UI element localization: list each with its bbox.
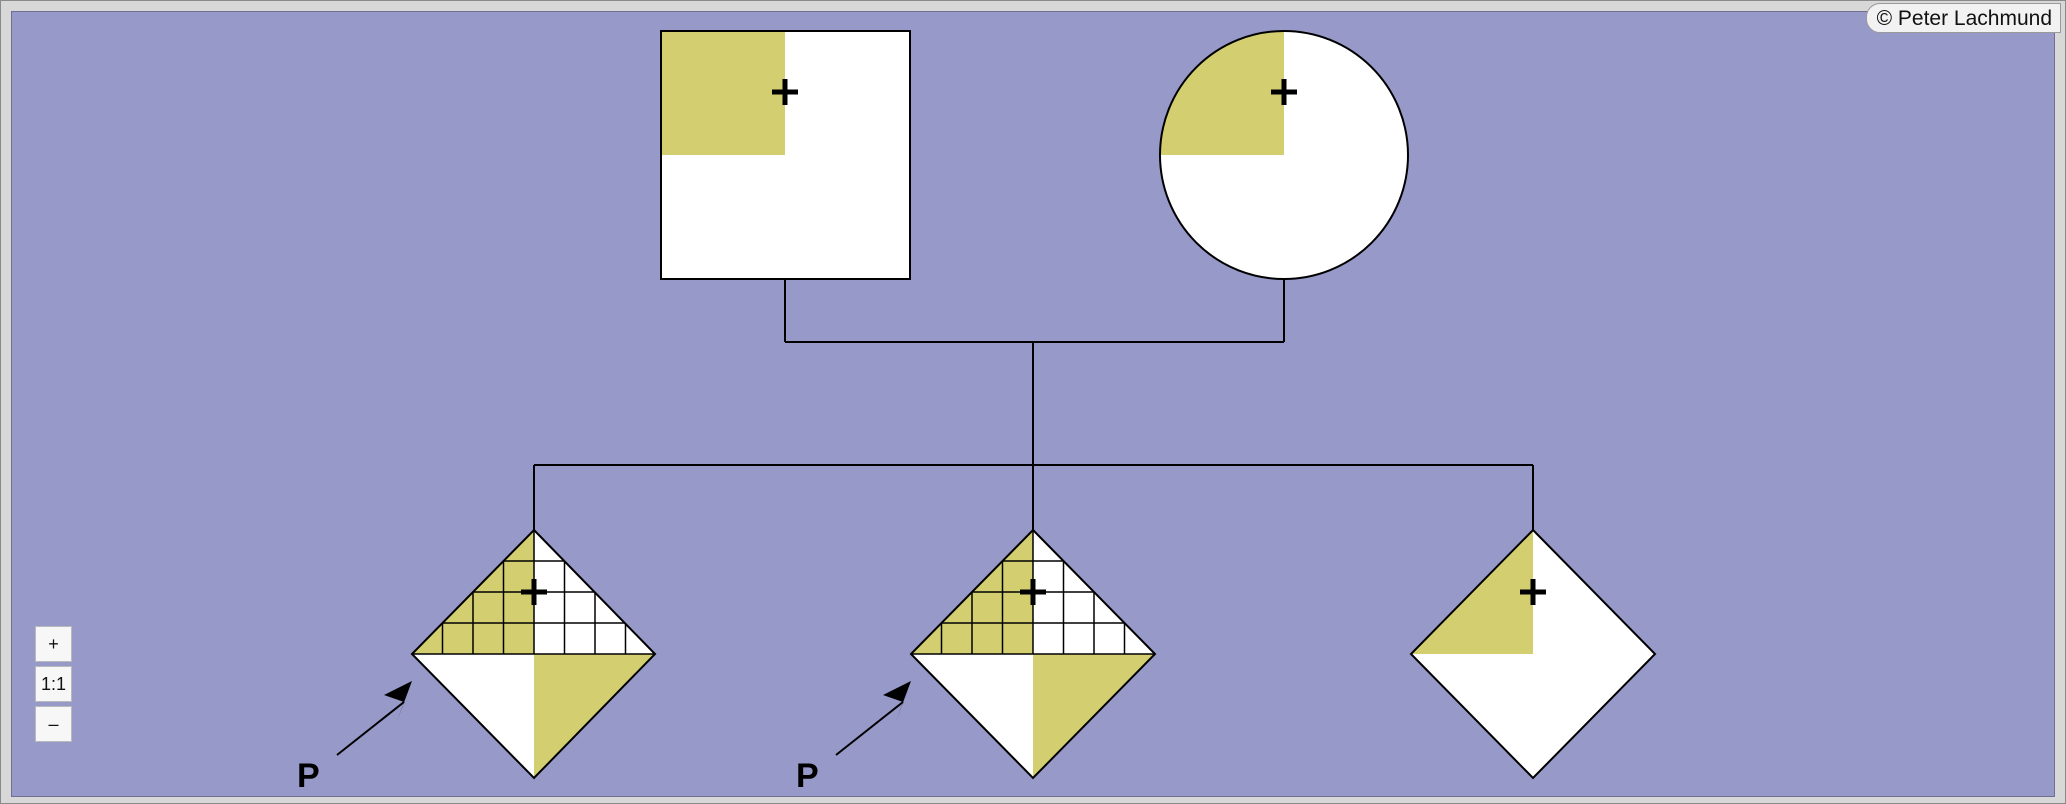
zoom-out-button[interactable]: –	[35, 706, 72, 742]
relationship-lines	[533, 279, 1534, 530]
child-3-plus-marker	[1520, 579, 1546, 605]
proband-label-2: P	[796, 757, 819, 795]
copyright-badge: © Peter Lachmund	[1865, 3, 2061, 33]
proband-arrow-1: P	[297, 681, 412, 795]
proband-label-1: P	[297, 757, 320, 795]
zoom-reset-button[interactable]: 1:1	[35, 666, 72, 702]
child-2-diamond[interactable]	[909, 528, 1157, 780]
proband-arrow-2: P	[796, 681, 911, 795]
mother-plus-marker	[1271, 79, 1297, 105]
pedigree-canvas[interactable]: P P + 1:1 –	[11, 11, 2055, 797]
mother-shaded-quadrant	[1160, 31, 1284, 155]
pedigree-diagram: P P	[297, 30, 1657, 795]
child-1-plus-marker	[521, 579, 547, 605]
father-plus-marker	[772, 79, 798, 105]
mother-circle[interactable]	[1159, 30, 1409, 280]
child-2-plus-marker	[1020, 579, 1046, 605]
zoom-in-button[interactable]: +	[35, 626, 72, 662]
father-shaded-quadrant	[661, 31, 785, 155]
child-1-diamond[interactable]	[410, 528, 657, 780]
child-3-diamond[interactable]	[1409, 528, 1657, 780]
father-square[interactable]	[660, 30, 911, 280]
